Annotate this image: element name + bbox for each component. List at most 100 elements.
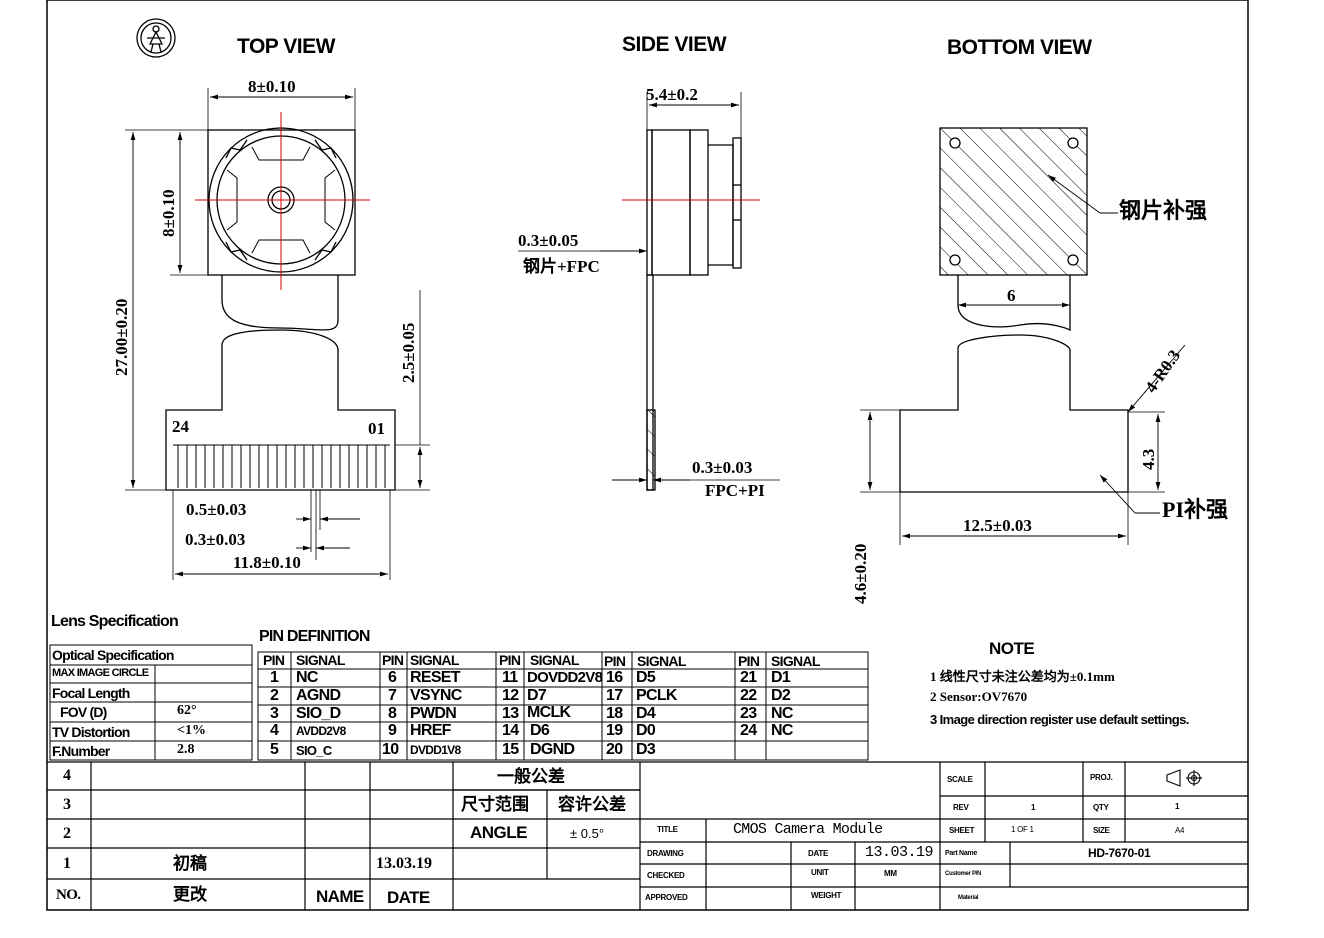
signal-col-header: SIGNAL	[637, 653, 686, 669]
note-line: 1 线性尺寸未注公差均为±0.1mm	[930, 669, 1115, 684]
lens-row-value: 62°	[177, 703, 197, 718]
bottom-view-drawing	[860, 127, 1186, 545]
dim-side-width: 5.4±0.2	[646, 85, 698, 104]
rev-head-no: NO.	[56, 887, 81, 903]
unit-label: UNIT	[811, 868, 829, 877]
pin-label-first: 24	[172, 417, 189, 436]
dim-bottom-conn-w: 12.5±0.03	[963, 516, 1032, 535]
rev-head-change: 更改	[173, 885, 207, 904]
rev-no: 4	[63, 767, 71, 784]
pin-col-header: PIN	[263, 652, 285, 668]
drawing-title: CMOS Camera Module	[733, 821, 883, 838]
pin-signal: NC	[296, 669, 318, 686]
pin-signal: DOVDD2V8	[527, 669, 603, 686]
rev-head-name: NAME	[316, 887, 364, 906]
rev-date: 13.03.19	[376, 855, 432, 872]
dim-flex-length: 2.5±0.05	[399, 322, 418, 383]
pin-signal: D2	[771, 687, 791, 704]
pin-number: 23	[740, 705, 757, 722]
dim-conn-width: 11.8±0.10	[233, 553, 301, 572]
tolerance-allow: 容许公差	[558, 795, 626, 814]
pin-number: 17	[606, 687, 623, 704]
dim-side-fpc: 0.3±0.03	[692, 458, 753, 477]
rev-value: 1	[1031, 803, 1036, 812]
lens-row-label: TV Distortion	[52, 724, 130, 740]
lens-table-lines	[49, 644, 253, 761]
side-view-title: SIDE VIEW	[622, 33, 727, 56]
pin-table-lines	[257, 651, 869, 761]
date-label: DATE	[808, 849, 828, 858]
dim-top-width: 8±0.10	[248, 77, 296, 96]
pin-number: 24	[740, 722, 757, 739]
dim-bottom-flex-w: 6	[1007, 286, 1016, 305]
pin-signal: DGND	[530, 741, 575, 758]
signal-col-header: SIGNAL	[410, 652, 459, 668]
pin-number: 14	[502, 722, 519, 739]
signal-col-header: SIGNAL	[296, 652, 345, 668]
pin-number: 1	[270, 669, 279, 686]
dim-pitch-a: 0.5±0.03	[186, 500, 247, 519]
rev-change: 初稿	[173, 854, 207, 873]
pin-signal: PCLK	[636, 687, 677, 704]
note-line: 3 Image direction register use default s…	[930, 712, 1189, 727]
qty-label: QTY	[1093, 803, 1109, 812]
pin-signal: D3	[636, 741, 656, 758]
dim-top-height: 8±0.10	[159, 189, 178, 237]
pin-number: 9	[388, 722, 397, 739]
pin-number: 19	[606, 722, 623, 739]
partname-label: Part Name	[945, 850, 977, 857]
approved-label: APPROVED	[645, 893, 688, 902]
rev-no: 2	[63, 825, 71, 842]
rev-head-date: DATE	[387, 888, 430, 907]
bottom-view-title: BOTTOM VIEW	[947, 36, 1092, 59]
dim-bottom-conn-h: 4.6±0.20	[851, 543, 870, 604]
pin-number: 18	[606, 705, 623, 722]
label-side-fpc: FPC+PI	[705, 481, 765, 500]
pin-table-title: PIN DEFINITION	[259, 628, 370, 645]
pin-number: 8	[388, 705, 397, 722]
company-logo-icon	[136, 18, 176, 58]
pin-signal: D7	[527, 687, 547, 704]
pin-number: 3	[270, 705, 279, 722]
pin-signal: NC	[771, 722, 793, 739]
pin-signal: AVDD2V8	[296, 724, 346, 738]
drawing-label: DRAWING	[647, 849, 684, 858]
label-pi-stiffener: PI补强	[1162, 497, 1229, 522]
dim-total-length: 27.00±0.20	[112, 298, 131, 376]
partname-value: HD-7670-01	[1088, 846, 1151, 860]
pin-col-header: PIN	[738, 653, 760, 669]
pin-signal: AGND	[296, 687, 341, 704]
material-label: Material	[958, 895, 979, 901]
size-label: SIZE	[1093, 826, 1110, 835]
tolerance-title: 一般公差	[497, 767, 565, 786]
pin-col-header: PIN	[382, 652, 404, 668]
pin-signal: D6	[530, 722, 550, 739]
pin-number: 2	[270, 687, 279, 704]
title-label: TITLE	[657, 825, 678, 834]
tolerance-angle-label: ANGLE	[470, 823, 528, 842]
pin-number: 16	[606, 669, 623, 686]
pin-signal: RESET	[410, 669, 461, 686]
sheet-value: 1 OF 1	[1011, 825, 1034, 834]
tolerance-range: 尺寸范围	[461, 795, 529, 814]
dim-pitch-b: 0.3±0.03	[185, 530, 246, 549]
pin-signal: D4	[636, 705, 656, 722]
tolerance-angle-value: ± 0.5°	[570, 826, 605, 841]
customer-pn-label: Customer P/N	[945, 871, 982, 877]
pin-number: 6	[388, 669, 397, 686]
label-stiffener: 钢片补强	[1119, 198, 1208, 223]
lens-row-label: Focal Length	[52, 685, 130, 701]
drawing-date: 13.03.19	[865, 844, 934, 861]
pin-signal: SIO_C	[296, 743, 332, 758]
top-view-title: TOP VIEW	[237, 35, 335, 58]
pin-signal: HREF	[410, 722, 451, 739]
signal-col-header: SIGNAL	[530, 652, 579, 668]
pin-number: 11	[502, 669, 518, 686]
pin-number: 12	[502, 687, 519, 704]
pin-signal: MCLK	[527, 704, 571, 721]
pin-number: 20	[606, 741, 623, 758]
lens-spec-header: Optical Specification	[52, 647, 174, 663]
signal-col-header: SIGNAL	[771, 653, 820, 669]
